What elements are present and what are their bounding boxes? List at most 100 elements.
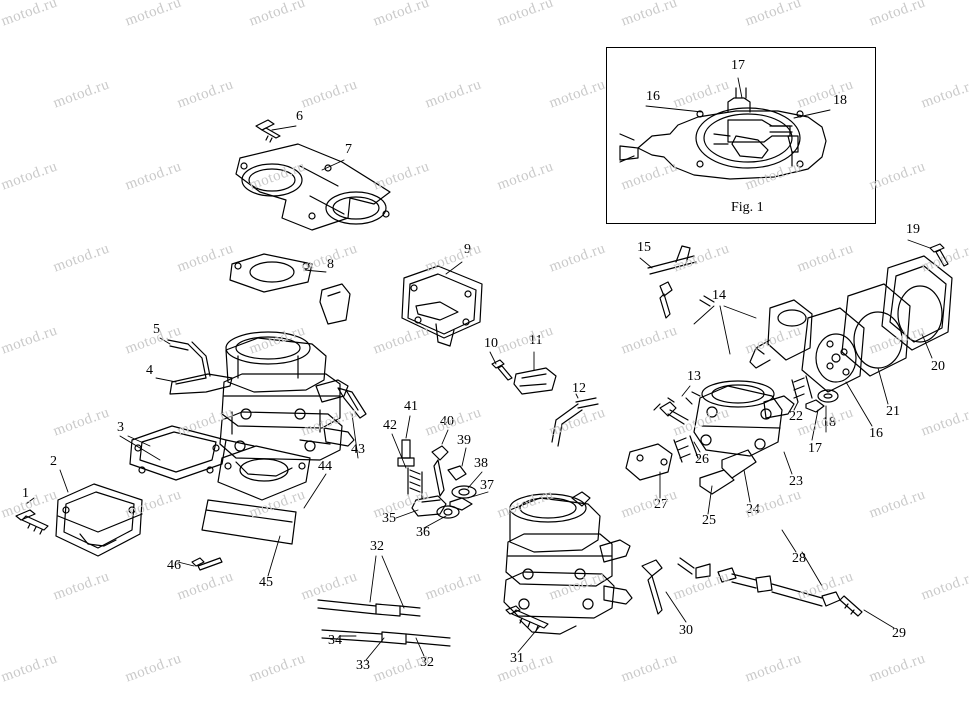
left-carburetor-body [220, 332, 354, 476]
callout-14: 14 [712, 288, 726, 303]
callout-37: 37 [480, 478, 494, 493]
part-7-mount-plate [236, 144, 390, 230]
callout-27: 27 [654, 497, 668, 512]
callout-10: 10 [484, 336, 498, 351]
part-27-bracket [626, 444, 672, 480]
part-3-gasket [130, 426, 226, 480]
part-28-shaft [718, 568, 822, 606]
callout-2: 2 [50, 454, 57, 469]
part-19-screw [930, 244, 948, 266]
callout-13: 13 [687, 369, 701, 384]
part-10-screw [492, 360, 512, 380]
callout-28: 28 [792, 551, 806, 566]
part-6-screw [256, 120, 280, 142]
callout-46: 46 [167, 558, 181, 573]
part-8-gasket [230, 254, 312, 292]
callout-18-inset: 18 [833, 93, 847, 108]
inset-figure-label: Fig. 1 [731, 200, 764, 215]
part-14-linkage [660, 296, 714, 424]
callout-5: 5 [153, 322, 160, 337]
part-5-rod [168, 340, 210, 378]
part-30-rod [642, 558, 710, 614]
part-38-washer [452, 486, 476, 498]
callout-23: 23 [789, 474, 803, 489]
right-carburetor-body [694, 381, 794, 456]
part-41-pin [398, 440, 414, 466]
part-40-needle [432, 446, 448, 496]
inset-assembly [620, 88, 826, 179]
callout-18: 18 [822, 415, 836, 430]
callout-16-inset: 16 [646, 89, 660, 104]
part-11-bracket [514, 368, 556, 394]
part-16-plate [802, 308, 864, 392]
part-25-plate [700, 470, 734, 494]
callout-44: 44 [318, 459, 332, 474]
part-43-rod [338, 388, 366, 418]
part-23-carb-cover [750, 300, 812, 368]
part-33-hose-lower [322, 630, 450, 646]
callout-22: 22 [789, 409, 803, 424]
callout-32: 32 [370, 539, 384, 554]
part-39-seat [448, 466, 466, 480]
part-45-bar [202, 500, 296, 544]
callout-12: 12 [572, 381, 586, 396]
leader-lines [26, 78, 932, 660]
callout-20: 20 [931, 359, 945, 374]
part-37-nut [450, 498, 472, 510]
part-36-washer [437, 506, 459, 518]
part-32-hose-upper [318, 600, 420, 616]
callout-19: 19 [906, 222, 920, 237]
callout-38: 38 [474, 456, 488, 471]
callout-30: 30 [679, 623, 693, 638]
callout-15: 15 [637, 240, 651, 255]
callout-1: 1 [22, 486, 29, 501]
part-1-screw [16, 510, 48, 534]
callout-21: 21 [886, 404, 900, 419]
callout-40: 40 [440, 414, 454, 429]
callout-6: 6 [296, 109, 303, 124]
callout-3: 3 [117, 420, 124, 435]
inset-figure-box [606, 47, 876, 224]
callout-16: 16 [869, 426, 883, 441]
part-31-screw [506, 606, 548, 631]
callout-29: 29 [892, 626, 906, 641]
part-13-screws [654, 392, 700, 410]
callout-4: 4 [146, 363, 153, 378]
part-20-cover [882, 256, 952, 350]
callout-17: 17 [808, 441, 822, 456]
part-12-rod [552, 398, 598, 446]
callout-34: 34 [328, 633, 342, 648]
callout-39: 39 [457, 433, 471, 448]
part-9-bracket [320, 284, 350, 324]
callout-7: 7 [345, 142, 352, 157]
part-26-spring [674, 436, 698, 462]
part-46-screw [192, 558, 222, 570]
part-9-cover [402, 266, 482, 346]
lower-carburetor-body [504, 492, 632, 634]
part-29-screw [822, 592, 862, 616]
callout-25: 25 [702, 513, 716, 528]
callout-41: 41 [404, 399, 418, 414]
part-4-lever [170, 374, 232, 394]
callout-32-b: 32 [420, 655, 434, 670]
callout-17-inset: 17 [731, 58, 745, 73]
callout-8: 8 [327, 257, 334, 272]
callout-36: 36 [416, 525, 430, 540]
callout-33: 33 [356, 658, 370, 673]
callout-24: 24 [746, 502, 760, 517]
callout-35: 35 [382, 511, 396, 526]
part-18-washer [818, 390, 838, 402]
callout-11: 11 [529, 333, 543, 348]
callout-31: 31 [510, 651, 524, 666]
part-17-nut [806, 400, 824, 412]
callout-26: 26 [695, 452, 709, 467]
part-22-spring [792, 376, 812, 402]
callout-9: 9 [464, 242, 471, 257]
part-44-flange [218, 446, 310, 500]
callout-42: 42 [383, 418, 397, 433]
part-35-float [412, 496, 446, 516]
part-15-linkage [648, 246, 696, 318]
callout-43: 43 [351, 442, 365, 457]
